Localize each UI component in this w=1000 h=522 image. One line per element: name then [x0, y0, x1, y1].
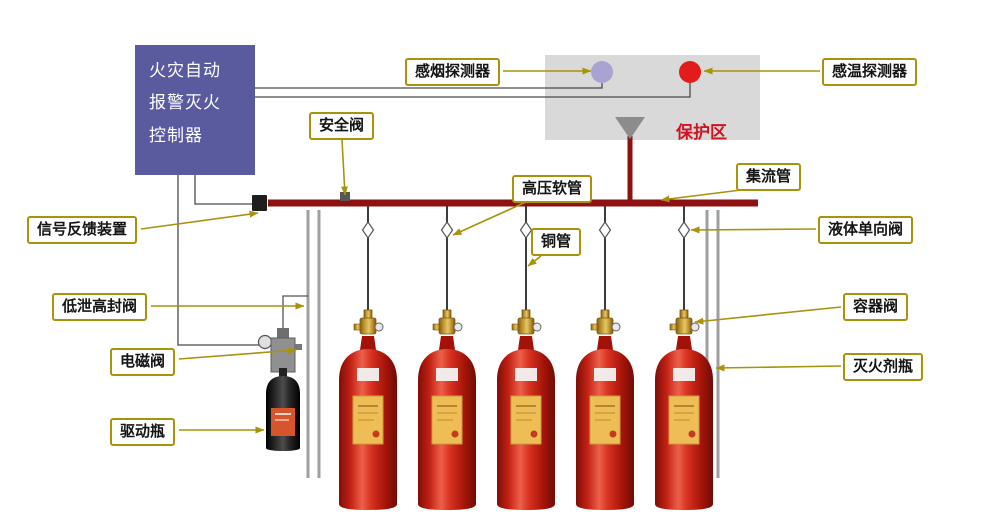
agent-cylinder-2: [417, 205, 477, 511]
control-wiring: [177, 83, 691, 346]
leader-agent-bottle: [715, 364, 842, 372]
leader-liquid-check-valve: [690, 226, 817, 234]
label-container-valve: 容器阀: [843, 293, 909, 322]
drive-bottle-assembly: [257, 295, 308, 451]
pressure-gauge-icon: [257, 334, 273, 350]
pilot-pipe: [282, 295, 308, 330]
label-smoke-detector: 感烟探测器: [405, 58, 501, 87]
solenoid-top: [277, 328, 289, 339]
fire-alarm-controller-box: 火灾自动 报警灭火 控制器: [135, 45, 255, 175]
label-agent-bottle: 灭火剂瓶: [843, 353, 924, 382]
drive-bottle-neck: [279, 368, 287, 378]
solenoid-valve-device: [270, 337, 296, 373]
nozzle-icon: [615, 117, 645, 139]
leader-container-valve: [694, 306, 842, 325]
label-safety-valve: 安全阀: [309, 112, 375, 141]
leader-safety-valve: [341, 139, 349, 196]
label-signal-feedback: 信号反馈装置: [27, 216, 138, 245]
agent-cylinder-5: [654, 205, 714, 511]
label-hp-hose: 高压软管: [512, 175, 593, 204]
label-temp-detector: 感温探测器: [822, 58, 918, 87]
leader-lines: [140, 67, 842, 434]
drive-bottle-label: [271, 408, 295, 436]
protected-zone-label: 保护区: [676, 123, 727, 142]
solenoid-port: [294, 344, 302, 350]
safety-valve-device: [340, 192, 350, 201]
leader-signal-feedback: [140, 210, 259, 230]
agent-cylinder-4: [575, 205, 635, 511]
leader-copper-pipe: [527, 255, 542, 267]
signal-feedback-device: [252, 195, 267, 211]
label-low-leak-valve: 低泄高封阀: [52, 293, 148, 322]
label-manifold: 集流管: [736, 163, 802, 192]
leader-hp-hose: [452, 201, 527, 236]
agent-cylinder-1: [338, 205, 398, 511]
label-solenoid-valve: 电磁阀: [110, 348, 176, 377]
label-liquid-check-valve: 液体单向阀: [818, 216, 914, 245]
leader-manifold: [660, 189, 742, 203]
temp-detector-dot: [679, 61, 701, 83]
leader-solenoid-valve: [178, 347, 297, 360]
label-drive-bottle: 驱动瓶: [110, 418, 176, 447]
smoke-detector-dot: [591, 61, 613, 83]
label-copper-pipe: 铜管: [531, 228, 582, 257]
